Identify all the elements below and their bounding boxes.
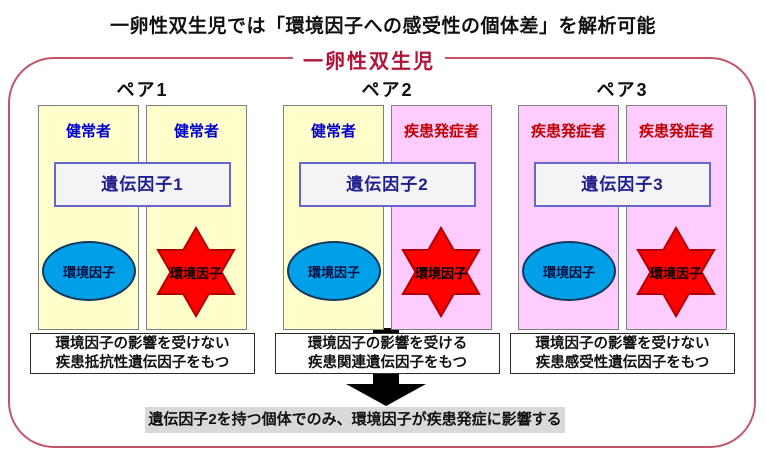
pair-1-header: ペア1 (116, 80, 169, 100)
twin-status-label: 疾患発症者 (638, 123, 714, 140)
env-factor-label: 環境因子 (649, 265, 702, 281)
twin-status-label: 健常者 (310, 123, 356, 140)
six-point-star-icon (156, 225, 236, 319)
gene-factor-box: 遺伝因子3 (534, 162, 711, 207)
twin-status-label: 健常者 (65, 123, 111, 140)
twin-status-label: 疾患発症者 (530, 123, 606, 140)
pair-group-1: ペア1 健常者 健常者 遺伝因子1 環境因子 環境因子 環境因子の影響を受けない… (30, 76, 255, 398)
env-factor-star: 環境因子 (148, 224, 244, 320)
pair-1-caption: 環境因子の影響を受けない 疾患抵抗性遺伝因子をもつ (30, 333, 255, 374)
pair-2-left-twin-column: 健常者 (283, 105, 384, 330)
identical-twins-frame: 一卵性双生児 (8, 45, 756, 448)
six-point-star-icon (401, 225, 481, 319)
gene-factor-box: 遺伝因子2 (299, 162, 476, 207)
conclusion-banner: 遺伝因子2を持つ個体でのみ、環境因子が疾患発症に影響する (145, 407, 565, 433)
env-factor-label: 環境因子 (414, 265, 467, 281)
env-factor-label: 環境因子 (169, 265, 222, 281)
env-factor-label: 環境因子 (62, 264, 115, 280)
pair-group-2: ペア2 健常者 疾患発症者 遺伝因子2 環境因子 環境因子 環境因子の影響を受け… (275, 76, 500, 398)
env-factor-ellipse: 環境因子 (287, 241, 381, 301)
env-factor-star: 環境因子 (628, 224, 724, 320)
caption-line-2: 疾患抵抗性遺伝因子をもつ (55, 355, 230, 371)
flow-arrow-head-icon (346, 384, 426, 406)
pair-2-header: ペア2 (361, 80, 414, 100)
env-factor-ellipse: 環境因子 (42, 241, 136, 301)
twin-status-label: 健常者 (173, 123, 219, 140)
env-factor-label: 環境因子 (542, 264, 595, 280)
pair-group-3: ペア3 疾患発症者 疾患発症者 遺伝因子3 環境因子 環境因子 環境因子の影響を… (510, 76, 735, 398)
twin-status-label: 疾患発症者 (403, 123, 479, 140)
caption-line-1: 環境因子の影響を受けない (55, 336, 230, 352)
pair-3-header: ペア3 (596, 80, 649, 100)
caption-line-2: 疾患関連遺伝因子をもつ (308, 355, 467, 371)
caption-line-2: 疾患感受性遺伝因子をもつ (535, 355, 710, 371)
pair-2-caption: 環境因子の影響を受ける 疾患関連遺伝因子をもつ (275, 333, 500, 374)
pair-3-caption: 環境因子の影響を受けない 疾患感受性遺伝因子をもつ (510, 333, 735, 374)
env-factor-ellipse: 環境因子 (522, 241, 616, 301)
frame-label: 一卵性双生児 (293, 45, 445, 74)
gene-factor-box: 遺伝因子1 (54, 162, 231, 207)
env-factor-label: 環境因子 (307, 264, 360, 280)
caption-line-1: 環境因子の影響を受ける (307, 336, 468, 352)
caption-line-1: 環境因子の影響を受けない (535, 336, 710, 352)
six-point-star-icon (636, 225, 716, 319)
page-title: 一卵性双生児では「環境因子への感受性の個体差」を解析可能 (109, 16, 656, 37)
env-factor-star: 環境因子 (393, 224, 489, 320)
